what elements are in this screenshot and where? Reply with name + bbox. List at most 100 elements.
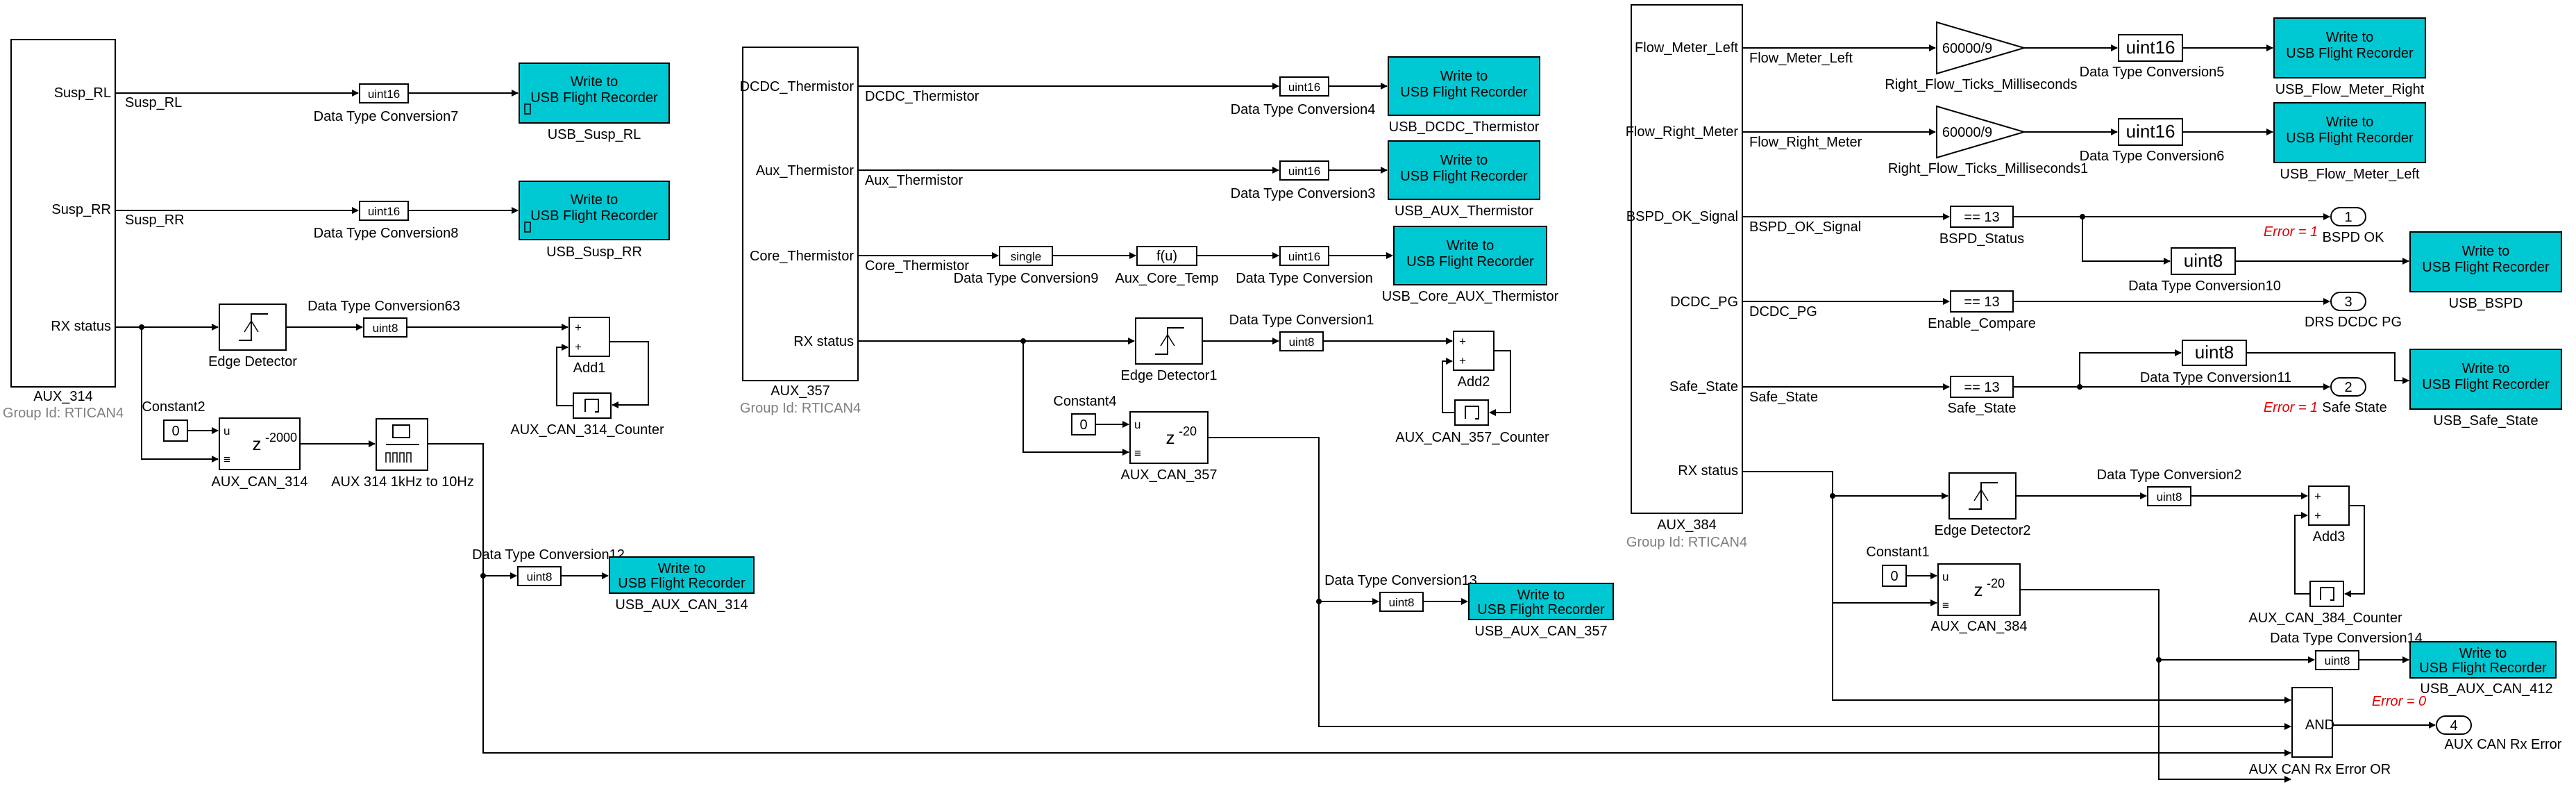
conv14-block[interactable]: uint8 [2315,650,2359,670]
conv4-block[interactable]: uint16 [1279,76,1329,97]
conv63-text: uint8 [373,322,398,335]
signal-dcdc-thermistor: DCDC_Thermistor [865,89,979,104]
conv6-block[interactable]: uint16 [2118,118,2183,146]
conv-susp-rr-text: uint16 [368,205,400,218]
counter-384-block[interactable] [2309,581,2344,607]
usb-safe-state-recorder[interactable]: Write to USB Flight Recorder [2409,349,2562,410]
conv6-label: Data Type Conversion6 [2080,149,2225,164]
bspd-status-label: BSPD_Status [1939,231,2024,247]
usb-flow-right-recorder[interactable]: Write to USB Flight Recorder [2273,17,2426,78]
constant4-block[interactable]: 0 [1071,413,1096,435]
delay-384-exp: -20 [1987,576,2005,590]
conv-core-block[interactable]: uint16 [1279,246,1329,266]
constant2-block[interactable]: 0 [163,420,188,442]
edge-detector2-label: Edge Detector2 [1935,523,2031,538]
usb-bspd-label: USB_BSPD [2449,296,2523,311]
usb-aux-can-314-recorder[interactable]: Write to USB Flight Recorder [609,556,755,594]
usb-aux-line1: Write to [1440,153,1488,168]
usb-aux-can-412-line1: Write to [2459,646,2507,661]
enable-compare-block[interactable]: == 13 [1950,290,2014,313]
edge-detector-block[interactable] [219,304,287,351]
conv12-block[interactable]: uint8 [517,566,562,586]
constant1-value: 0 [1890,569,1898,584]
constant2-value: 0 [171,424,179,439]
conv10-block[interactable]: uint8 [2171,247,2236,275]
delay-384-block[interactable]: u ≡ z -20 [1937,563,2021,616]
usb-aux-can-357-label: USB_AUX_CAN_357 [1474,624,1607,639]
conv13-text: uint8 [1389,596,1415,609]
outport-4-label: AUX CAN Rx Error [2445,737,2562,752]
conv-core-text: uint16 [1288,250,1320,263]
rate-transition-block[interactable] [376,418,428,471]
counter-357-block[interactable] [1454,399,1489,426]
outport-2[interactable]: 2 [2330,377,2366,397]
and-block[interactable]: AND [2291,687,2334,758]
add1-block[interactable]: + + [569,317,610,357]
add3-label: Add3 [2313,529,2346,545]
usb-aux-can-412-recorder[interactable]: Write to USB Flight Recorder [2409,641,2557,679]
aux384-subsystem[interactable]: Flow_Meter_Left Flow_Right_Meter BSPD_OK… [1626,4,1743,514]
conv13-block[interactable]: uint8 [1379,592,1424,612]
usb-aux-can-412-label: USB_AUX_CAN_412 [2420,681,2552,697]
usb-dcdc-label: USB_DCDC_Thermistor [1389,119,1540,135]
conv2-block[interactable]: uint8 [2147,486,2191,506]
aux357-port-rx: RX status [793,334,854,349]
conv-susp-rr-label: Data Type Conversion8 [314,226,459,241]
edge-detector2-block[interactable] [1948,472,2017,520]
conv11-text: uint8 [2195,342,2234,363]
conv11-block[interactable]: uint8 [2182,340,2247,366]
bspd-status-block[interactable]: == 13 [1950,206,2014,228]
counter-314-block[interactable] [573,392,612,419]
edge-detector1-block[interactable] [1135,317,1203,365]
outport-1[interactable]: 1 [2330,207,2366,226]
aux384-group: Group Id: RTICAN4 [1626,535,1747,550]
usb-safe-label: USB_Safe_State [2433,413,2538,429]
add2-block[interactable]: + + [1453,331,1495,371]
conv-susp-rl-block[interactable]: uint16 [359,83,409,103]
add3-block[interactable]: + + [2308,485,2350,526]
conv1-block[interactable]: uint8 [1279,331,1324,351]
outport-3[interactable]: 3 [2330,292,2366,311]
conv5-block[interactable]: uint16 [2118,34,2183,62]
usb-dcdc-recorder[interactable]: Write to USB Flight Recorder [1388,56,1540,116]
constant2-label: Constant2 [142,399,205,415]
aux384-port-rx: RX status [1678,463,1738,479]
add2-sign2: + [1459,354,1466,367]
constant1-block[interactable]: 0 [1882,565,1907,587]
aux314-subsystem[interactable]: Susp_RL Susp_RR RX status [10,39,116,388]
conv63-block[interactable]: uint8 [363,317,407,338]
conv3-block[interactable]: uint16 [1279,160,1329,181]
conv2-text: uint8 [2157,490,2182,504]
usb-core-recorder[interactable]: Write to USB Flight Recorder [1393,226,1547,285]
aux357-port-aux: Aux_Thermistor [756,163,854,178]
delay-357-block[interactable]: u ≡ z -20 [1129,411,1209,464]
usb-flow-left-recorder[interactable]: Write to USB Flight Recorder [2273,102,2426,163]
outport-4[interactable]: 4 [2436,715,2472,735]
aux357-subsystem[interactable]: DCDC_Thermistor Aux_Thermistor Core_Ther… [740,47,859,381]
conv1-text: uint8 [1289,335,1315,349]
usb-susp-rl-recorder[interactable]: Write to USB Flight Recorder [519,63,670,124]
usb-susp-rr-recorder[interactable]: Write to USB Flight Recorder [519,181,670,240]
usb-aux-recorder[interactable]: Write to USB Flight Recorder [1388,140,1540,200]
usb-flow-left-line2: USB Flight Recorder [2286,131,2414,146]
outport-4-num: 4 [2450,718,2457,733]
conv-susp-rr-block[interactable]: uint16 [359,201,409,221]
gain-right-text: 60000/9 [1942,125,1992,140]
usb-bspd-recorder[interactable]: Write to USB Flight Recorder [2409,231,2562,292]
gain-left-block[interactable]: 60000/9 [1936,21,2027,75]
conv5-text: uint16 [2126,37,2175,58]
delay-314-block[interactable]: u ≡ z -2000 [219,417,301,470]
and-label: AUX CAN Rx Error OR [2249,762,2391,777]
fcn-block[interactable]: f(u) [1136,246,1197,266]
delay-357-label: AUX_CAN_357 [1121,467,1218,483]
safe-state-compare-block[interactable]: == 13 [1950,376,2014,398]
usb-aux-label: USB_AUX_Thermistor [1395,204,1533,219]
aux357-name: AUX_357 [771,383,830,399]
usb-aux-can-357-recorder[interactable]: Write to USB Flight Recorder [1468,583,1614,620]
gain-right-block[interactable]: 60000/9 [1936,105,2027,159]
conv-susp-rl-text: uint16 [368,88,400,101]
outport-1-label: BSPD OK [2323,230,2385,245]
conv9-block[interactable]: single [999,246,1053,266]
conv4-label: Data Type Conversion4 [1231,102,1376,117]
constant4-value: 0 [1079,417,1087,433]
